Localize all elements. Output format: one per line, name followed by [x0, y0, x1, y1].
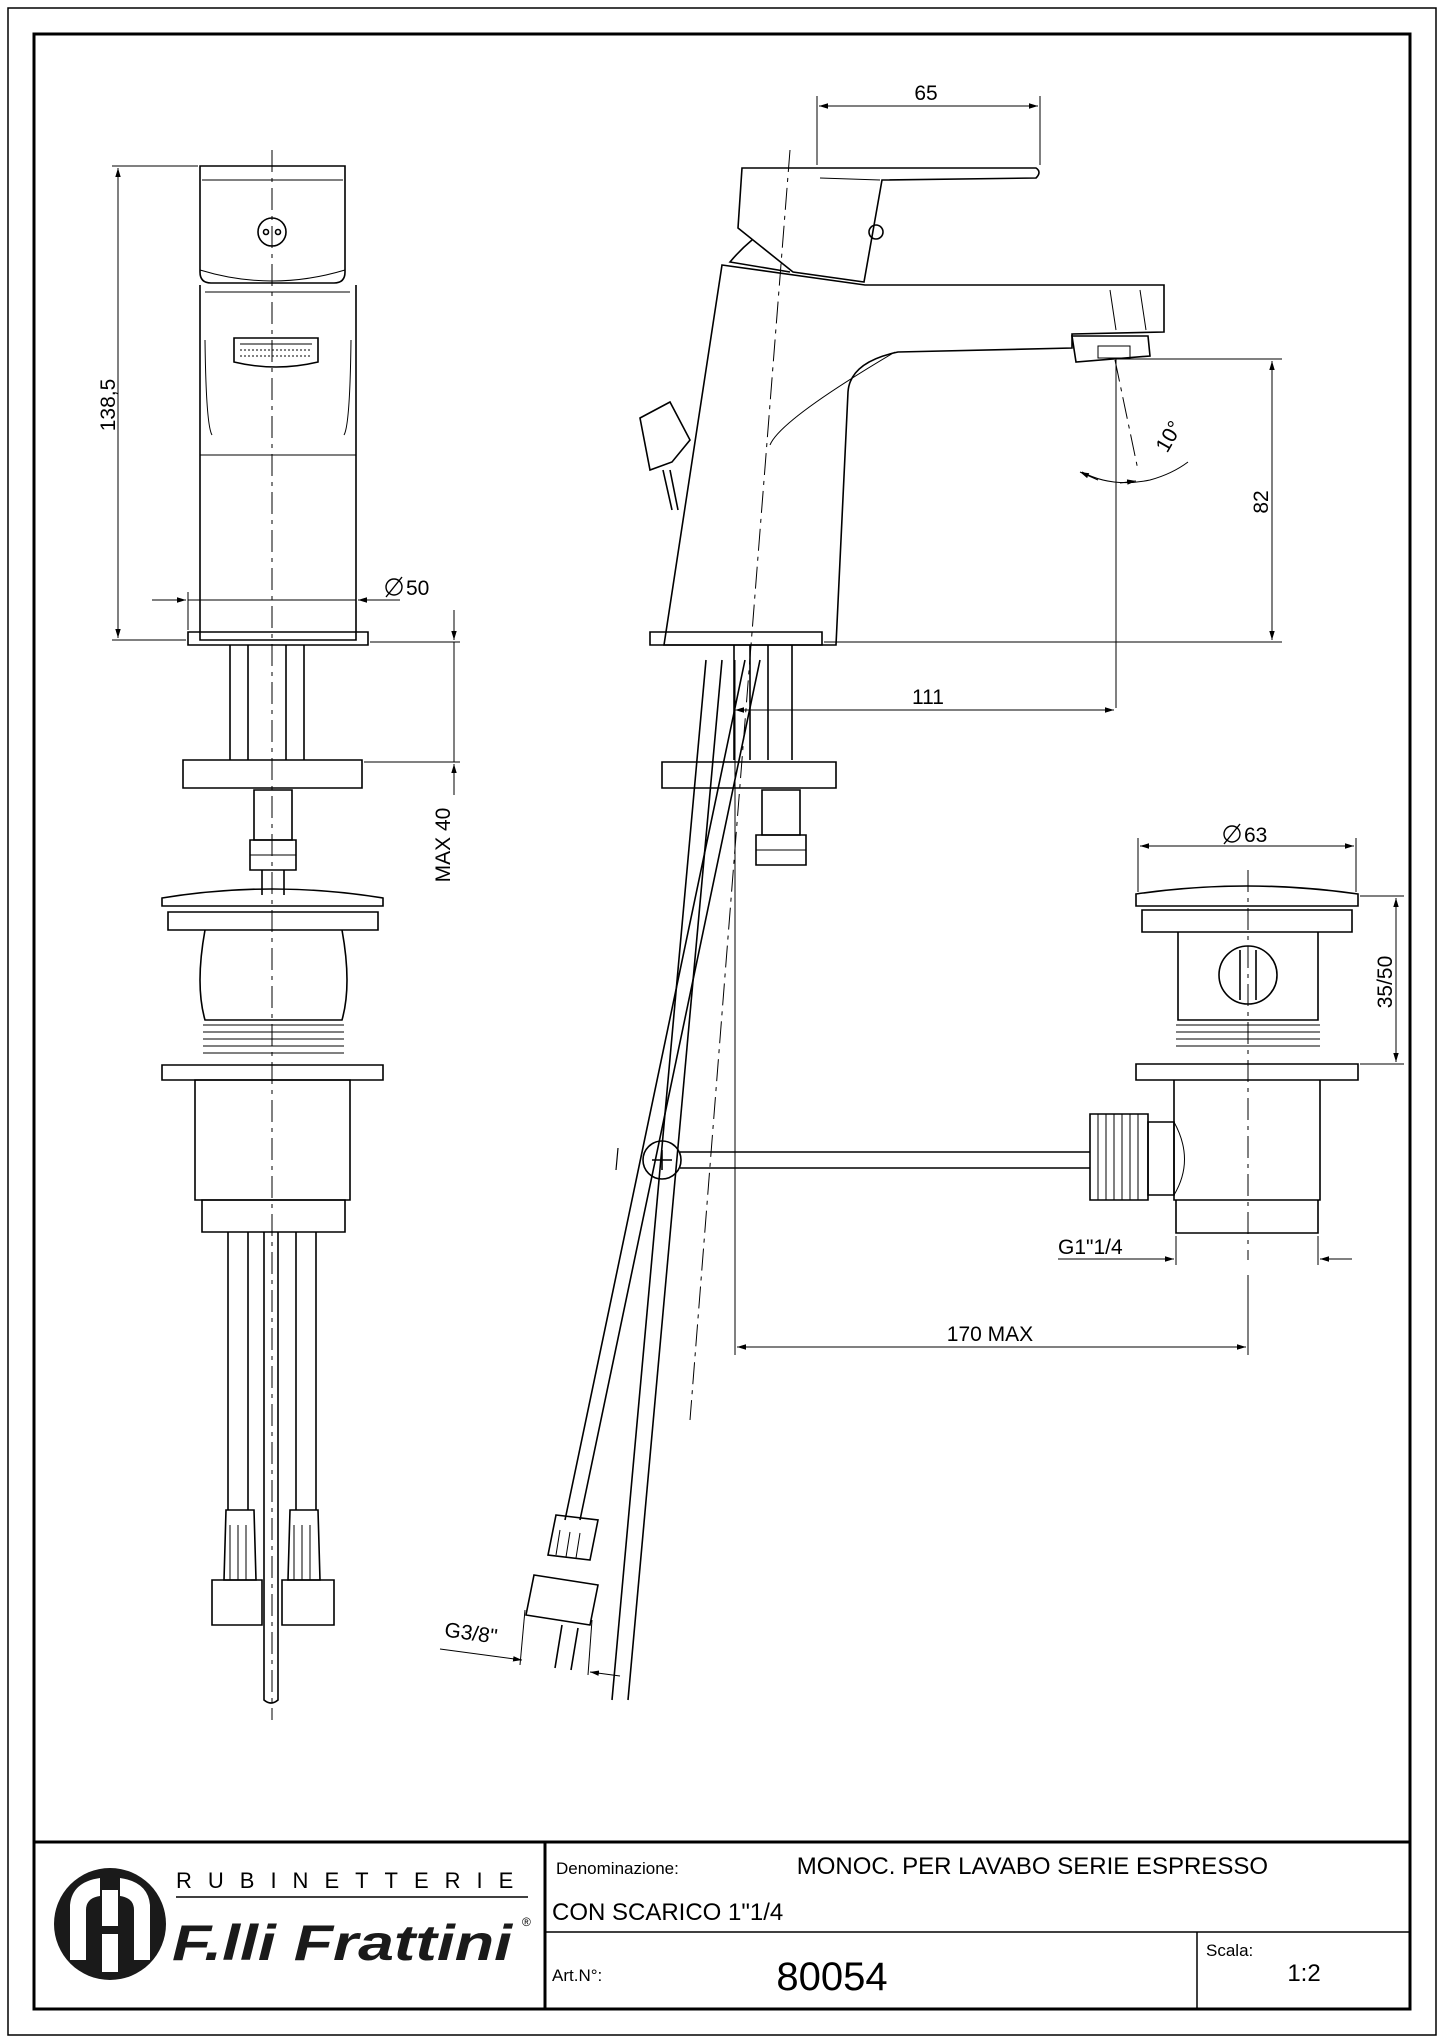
inner-frame	[32, 32, 1412, 2011]
dim-max-40	[364, 610, 460, 795]
dim-angle-10	[1079, 359, 1189, 708]
diameter-icon	[385, 576, 403, 598]
dim-g114	[1058, 1236, 1352, 1265]
side-view	[525, 167, 1165, 1701]
dim-65-label: 65	[914, 82, 937, 105]
dim-10-label: 10°	[1151, 417, 1187, 456]
dim-111-label: 111	[912, 686, 944, 709]
side-center-line	[689, 149, 791, 1421]
title-block	[34, 1840, 1410, 2009]
dim-max40-label: MAX 40	[432, 808, 455, 883]
front-view	[161, 165, 384, 1704]
diameter-icon	[1223, 823, 1241, 845]
dim-diameter-50	[152, 592, 400, 630]
denominazione-label: Denominazione:	[556, 1859, 679, 1878]
dim-g38	[439, 1609, 621, 1677]
dim-50-label: 50	[406, 577, 429, 600]
art-label: Art.N°:	[552, 1966, 602, 1985]
denominazione-line2: CON SCARICO 1"1/4	[552, 1899, 783, 1926]
dim-82-label: 82	[1250, 490, 1273, 513]
brand-name-text: F.lli Frattini	[172, 1915, 513, 1971]
outer-frame	[7, 7, 1437, 2036]
dim-diameter-63	[1137, 838, 1357, 892]
art-number: 80054	[776, 1955, 887, 1999]
dim-170-label: 170 MAX	[947, 1323, 1033, 1346]
dim-170-max	[734, 660, 1249, 1355]
dim-g38-label: G3/8"	[443, 1618, 499, 1648]
dim-82	[824, 358, 1282, 643]
dim-65	[816, 96, 1041, 165]
dim-35-50	[1360, 895, 1404, 1065]
brand-top-text: RUBINETTERIE	[176, 1868, 529, 1893]
registered-mark: ®	[522, 1915, 531, 1929]
dim-3550-label: 35/50	[1374, 956, 1397, 1009]
dim-63-label: 63	[1244, 824, 1267, 847]
dim-138-label: 138,5	[97, 379, 120, 432]
scala-label: Scala:	[1206, 1941, 1253, 1960]
dim-g114-label: G1"1/4	[1058, 1236, 1123, 1259]
scala-value: 1:2	[1287, 1960, 1320, 1987]
brand-logo	[54, 1868, 166, 1980]
dim-height-total	[112, 165, 198, 641]
denominazione-line1: MONOC. PER LAVABO SERIE ESPRESSO	[797, 1853, 1268, 1880]
spout-angle-line	[1114, 359, 1139, 471]
drain-view	[1089, 885, 1359, 1234]
